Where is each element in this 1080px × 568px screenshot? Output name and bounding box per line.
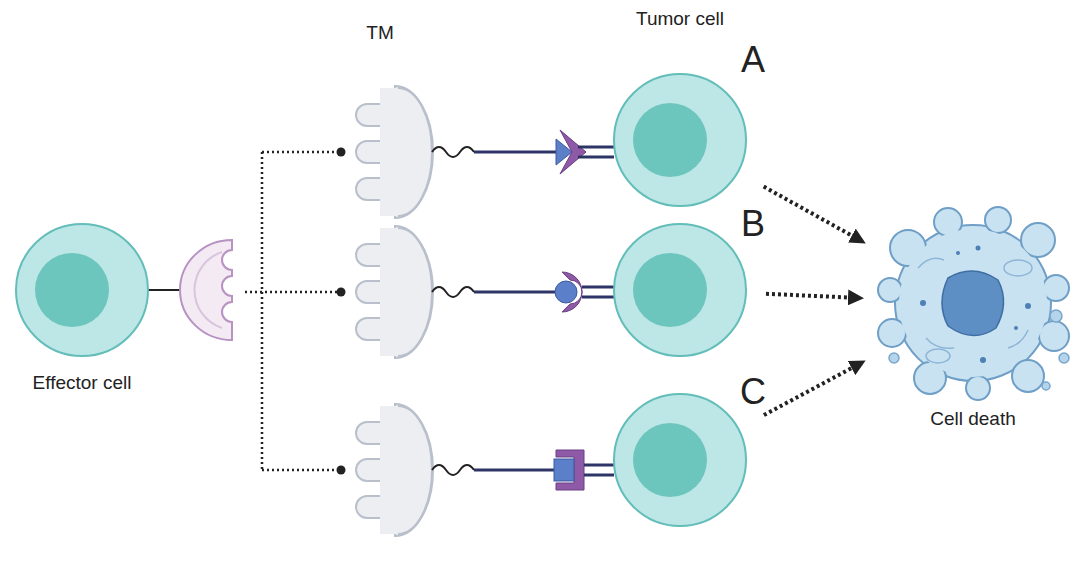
cell-shape <box>612 392 748 528</box>
dotted-bracket <box>245 152 340 470</box>
dotted-arrow <box>766 294 856 298</box>
dying-cell: Cell death <box>878 208 1068 398</box>
bracket-dots <box>337 148 346 475</box>
panel-letter: C <box>736 370 770 413</box>
panel-letter: A <box>736 38 770 81</box>
cell-label: Tumor cell <box>580 8 780 31</box>
cell-shape <box>612 222 748 358</box>
cell-label: Cell death <box>873 408 1073 431</box>
cell-label: Effector cell <box>0 372 182 395</box>
tm-construct <box>356 226 614 358</box>
dotted-arrow <box>764 364 859 415</box>
tm-construct <box>356 86 614 218</box>
tumor-cell: Tumor cellA <box>612 72 748 208</box>
dotted-arrow <box>764 187 859 240</box>
tumor-cell: B <box>612 222 748 358</box>
dying-cell <box>878 208 1068 398</box>
part-label: TM <box>340 22 420 45</box>
panel-letter: B <box>736 202 770 245</box>
tumor-cell: C <box>612 392 748 528</box>
effector-cell: Effector cell <box>14 222 150 358</box>
cell-shape <box>14 222 150 358</box>
cell-shape <box>612 72 748 208</box>
tm-construct <box>356 404 614 536</box>
